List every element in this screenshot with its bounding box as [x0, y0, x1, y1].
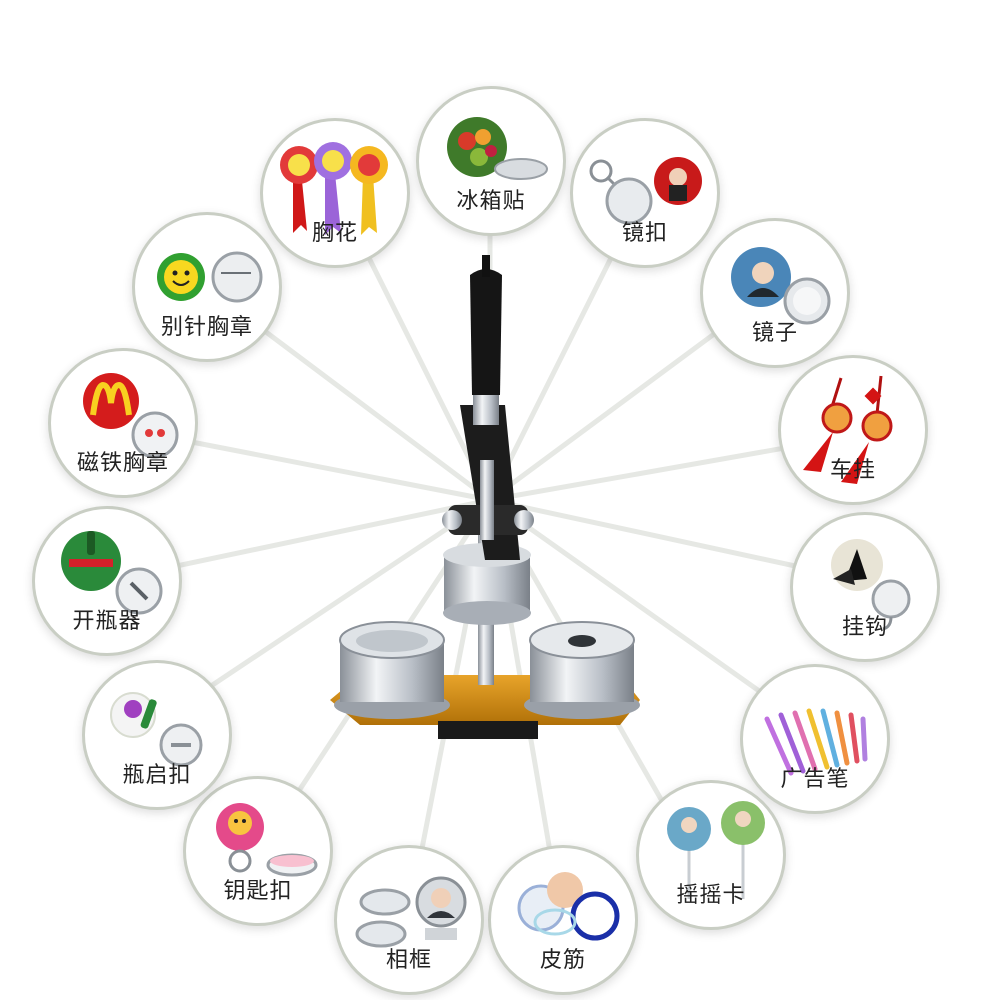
product-label: 相框 [385, 948, 432, 973]
product-bubble-keychain[interactable]: 钥匙扣 [183, 776, 333, 926]
magnet-badge-icon [83, 373, 179, 459]
product-label: 车挂 [829, 458, 876, 483]
product-label: 开瓶器 [72, 609, 142, 634]
product-bubble-ad-pen[interactable]: 广告笔 [740, 664, 890, 814]
bottle-opener-icon [61, 531, 163, 615]
pin-badge-icon [157, 251, 263, 303]
product-bubble-shake-card[interactable]: 摇摇卡 [636, 780, 786, 930]
product-bubble-mirror-keychain[interactable]: 镜扣 [570, 118, 720, 268]
product-label: 胸花 [311, 221, 358, 246]
tassel-ornament-icon [803, 375, 893, 484]
product-label: 摇摇卡 [676, 883, 746, 908]
mirror-keychain-icon [589, 157, 702, 225]
product-label: 钥匙扣 [223, 879, 293, 904]
product-label: 冰箱贴 [456, 189, 526, 214]
keychain-icon [216, 803, 318, 877]
product-label: 镜子 [751, 321, 798, 346]
product-bubble-rubber-band[interactable]: 皮筋 [488, 845, 638, 995]
product-label: 挂钩 [841, 615, 888, 640]
product-label: 别针胸章 [160, 315, 253, 340]
product-label: 广告笔 [780, 767, 850, 792]
product-label: 皮筋 [539, 948, 586, 973]
product-bubble-bottle-opener-buckle[interactable]: 瓶启扣 [82, 660, 232, 810]
product-bubble-pin-badge[interactable]: 别针胸章 [132, 212, 282, 362]
product-bubble-car-hanging[interactable]: 车挂 [778, 355, 928, 505]
product-bubble-mirror[interactable]: 镜子 [700, 218, 850, 368]
pens-icon [764, 708, 868, 776]
product-label: 磁铁胸章 [76, 451, 169, 476]
bottle-opener-keychain-icon [110, 692, 203, 767]
product-bubble-magnetic-badge[interactable]: 磁铁胸章 [48, 348, 198, 498]
product-bubble-bottle-opener[interactable]: 开瓶器 [32, 506, 182, 656]
button-press-machine-icon [330, 255, 640, 739]
hair-tie-icon [517, 872, 620, 941]
pocket-mirror-icon [731, 247, 831, 325]
rosette-icon [280, 142, 388, 235]
product-bubble-photo-frame[interactable]: 相框 [334, 845, 484, 995]
product-bubble-fridge-magnet[interactable]: 冰箱贴 [416, 86, 566, 236]
fan-card-icon [667, 801, 765, 899]
hook-icon [831, 539, 911, 631]
product-label: 镜扣 [621, 221, 668, 246]
photo-frame-icon [355, 876, 467, 948]
product-bubble-corsage[interactable]: 胸花 [260, 118, 410, 268]
product-label: 瓶启扣 [122, 763, 192, 788]
product-bubble-hook[interactable]: 挂钩 [790, 512, 940, 662]
fridge-magnet-icon [447, 117, 548, 180]
